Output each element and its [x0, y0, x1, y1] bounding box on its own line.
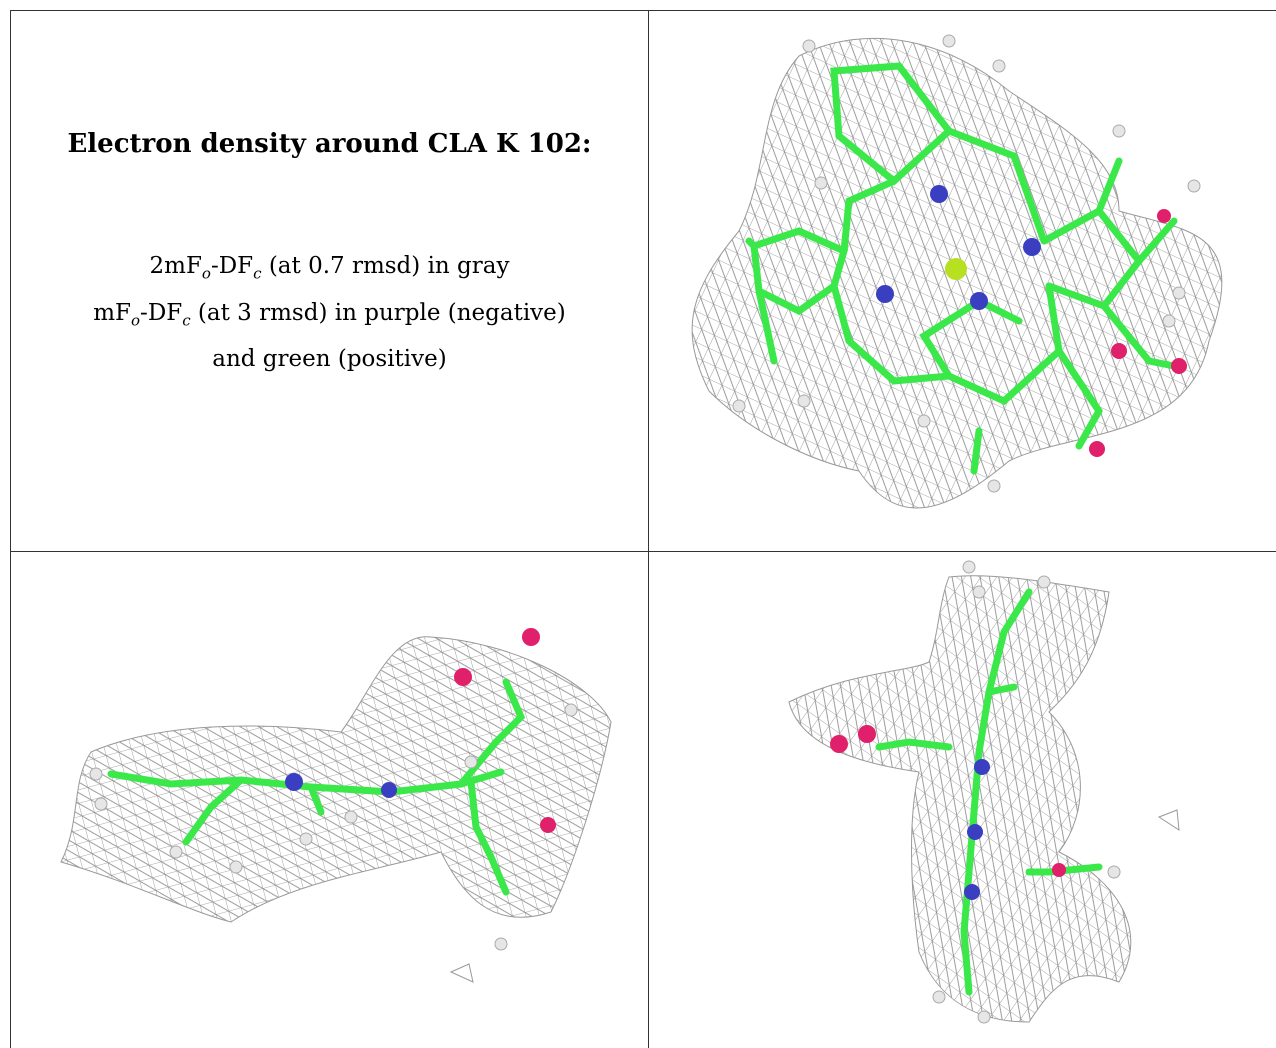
edge-view-render	[788, 560, 1180, 1024]
top-view-bonds	[745, 62, 1178, 475]
caption-title: Electron density around CLA K 102:	[67, 129, 592, 159]
top-view-nitrogen-atoms	[876, 185, 1041, 310]
edge-view-hydrogen-atoms	[932, 560, 1121, 1024]
side-view-oxygen-atoms	[454, 628, 556, 833]
side-view-nitrogen-atoms	[285, 773, 397, 798]
top-view-hydrogen-atoms	[732, 34, 1201, 493]
edge-view-bonds	[875, 588, 1103, 996]
table-border-middle	[10, 551, 1276, 552]
edge-view-oxygen-atoms	[830, 725, 1066, 877]
top-view-oxygen-atoms	[1089, 209, 1187, 457]
top-view-render	[691, 34, 1223, 509]
density-top-view	[649, 11, 1276, 551]
table-border-center	[648, 10, 649, 1048]
table-border-left	[10, 10, 11, 1048]
figure-grid: Electron density around CLA K 102: 2mFo-…	[10, 10, 1276, 1048]
caption-line-2mfo: 2mFo-DFc (at 0.7 rmsd) in gray	[149, 253, 510, 283]
density-edge-view	[649, 552, 1276, 1048]
side-view-hydrogen-atoms	[89, 703, 578, 951]
magnesium-atom	[945, 258, 967, 280]
caption-legend: 2mFo-DFc (at 0.7 rmsd) in gray mFo-DFc (…	[11, 247, 648, 379]
table-border-top	[10, 10, 1276, 11]
caption-cell: Electron density around CLA K 102: 2mFo-…	[11, 11, 648, 551]
caption-line-positive: and green (positive)	[212, 346, 447, 373]
caption-line-mfo: mFo-DFc (at 3 rmsd) in purple (negative)	[93, 299, 566, 330]
side-view-bonds	[107, 678, 526, 896]
side-view-render	[60, 628, 612, 983]
density-side-view	[11, 552, 648, 1048]
edge-view-nitrogen-atoms	[964, 759, 990, 900]
